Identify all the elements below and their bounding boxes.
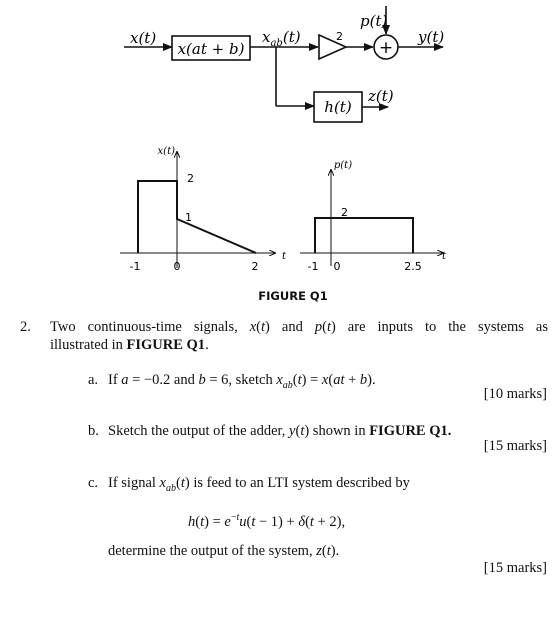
pt-level-2: 2	[341, 206, 348, 219]
lti-system-label: h(t)	[324, 98, 352, 116]
part-b-label: b.	[88, 423, 99, 439]
adder-symbol: +	[379, 38, 393, 58]
part-c-equation: h(t) = e−tu(t − 1) + δ(t + 2),	[188, 512, 346, 530]
pt-plot-title: p(t)	[334, 160, 352, 171]
pt-tick-neg1: -1	[308, 260, 319, 273]
pt-plot: p(t) t 2 -1 0 2.5	[300, 160, 447, 273]
xt-plot-title: x(t)	[158, 146, 176, 157]
xt-axis-arrow-label: t	[282, 251, 287, 262]
pt-tick-0: 0	[334, 260, 341, 273]
output-label: y(t)	[417, 28, 444, 46]
time-scaling-block	[171, 35, 251, 61]
block-diagram: x(t) x(at + b) xab(t) 2 + p(t) y(t) h(t)…	[124, 6, 444, 123]
part-c-label: c.	[88, 475, 99, 491]
part-c-marks: [15 marks]	[483, 560, 547, 576]
question-number: 2.	[20, 319, 31, 335]
xt-tick-0: 0	[174, 260, 181, 273]
xt-level-1: 1	[185, 211, 192, 224]
part-b-marks: [15 marks]	[483, 438, 547, 454]
part-a-marks: [10 marks]	[483, 386, 547, 402]
time-scaling-block-label: x(at + b)	[178, 40, 245, 58]
part-c-text-after: determine the output of the system, z(t)…	[108, 543, 340, 559]
xt-signal	[137, 180, 257, 254]
part-b-text: Sketch the output of the adder, y(t) sho…	[108, 423, 452, 439]
question-intro-line1: Two continuous-time signals, x(t) and p(…	[50, 319, 548, 335]
xt-plot: x(t) t 2 1 -1 0 2	[120, 146, 287, 273]
input-label: x(t)	[130, 29, 156, 47]
gain-triangle	[318, 33, 348, 61]
adder-input-label: p(t)	[360, 12, 387, 30]
figure-caption: FIGURE Q1	[258, 289, 328, 303]
pt-signal	[314, 217, 414, 253]
system-output-label: z(t)	[367, 87, 394, 105]
part-c-text: If signal xab(t) is feed to an LTI syste…	[108, 475, 410, 494]
part-a-text: If a = −0.2 and b = 6, sketch xab(t) = x…	[108, 372, 376, 391]
intermediate-label: xab(t)	[262, 28, 301, 49]
xt-level-2: 2	[187, 172, 194, 185]
question-intro-line2: illustrated in FIGURE Q1.	[50, 337, 209, 353]
part-a-label: a.	[88, 372, 99, 388]
lti-system-block	[313, 91, 363, 123]
pt-tick-2p5: 2.5	[404, 260, 422, 273]
gain-label: 2	[336, 30, 343, 43]
xt-tick-neg1: -1	[130, 260, 141, 273]
pt-axis-arrow-label: t	[442, 251, 447, 262]
xt-tick-2: 2	[252, 260, 259, 273]
